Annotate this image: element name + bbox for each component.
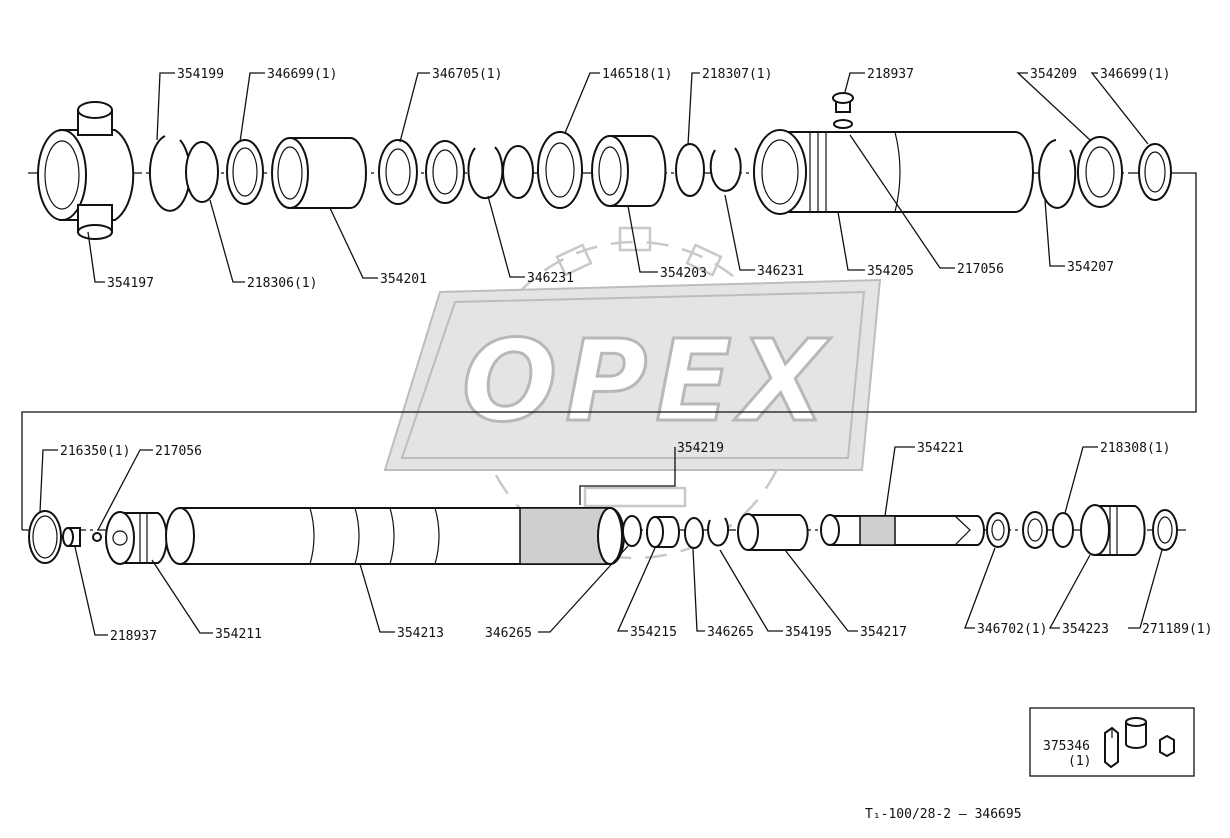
part-346699-seal (226, 139, 264, 205)
row1-labels: 354199 346699(1) 346705(1) 146518(1) 218… (107, 67, 1170, 291)
seal-kit-box: 375346 (1) (1029, 707, 1195, 777)
label-354217: 354217 (860, 625, 907, 640)
label-354197: 354197 (107, 276, 154, 291)
part-354207-snap-ring (1038, 139, 1077, 209)
kit-quantity: (1) (1068, 754, 1091, 769)
drawing-code: T₁-100/28-2 — 346695 (865, 807, 1022, 822)
kit-parts-icon (1104, 717, 1175, 769)
label-217056-a: 217056 (957, 262, 1004, 277)
label-218937-a: 218937 (867, 67, 914, 82)
label-354219: 354219 (677, 441, 724, 456)
part-346231-ring-c (709, 147, 742, 192)
label-346265-b: 346265 (707, 625, 754, 640)
part-354217-sleeve (737, 513, 809, 551)
label-354207: 354207 (1067, 260, 1114, 275)
watermark-brand: OPEX (462, 317, 834, 447)
label-146518: 146518(1) (602, 67, 672, 82)
part-354223-piston (1080, 504, 1146, 556)
part-346705-seal (378, 139, 418, 205)
part-354221-shaft (820, 514, 985, 546)
part-354195-ring (707, 517, 730, 547)
label-216350: 216350(1) (60, 444, 130, 459)
part-218308-ring (1052, 512, 1074, 548)
label-271189: 271189(1) (1142, 622, 1212, 637)
part-218307-ring (675, 143, 705, 197)
label-218307: 218307(1) (702, 67, 772, 82)
part-354205-barrel (753, 92, 1034, 215)
row2-leader-lines (39, 446, 1163, 636)
label-346231-b: 346231 (757, 264, 804, 279)
part-218937-grease-nipple (62, 527, 102, 547)
label-354211: 354211 (215, 627, 262, 642)
label-346702: 346702(1) (977, 622, 1047, 637)
part-354203-piston (591, 135, 667, 207)
kit-part-number: 375346 (1043, 739, 1090, 754)
part-354201-bushing (271, 137, 367, 209)
part-wiper-ring (425, 140, 465, 204)
part-146518-seal (537, 131, 583, 209)
part-354211-gland (105, 511, 168, 565)
opex-watermark: OPEX (383, 226, 882, 560)
label-346705: 346705(1) (432, 67, 502, 82)
part-346231-ring-b (502, 145, 534, 199)
part-346699-seal-b (1138, 143, 1172, 201)
label-218306: 218306(1) (247, 276, 317, 291)
part-271189-ring (1152, 509, 1178, 551)
part-216350-ring (28, 510, 62, 564)
label-354205: 354205 (867, 264, 914, 279)
part-218306-ring (185, 141, 219, 203)
part-354213-rod (165, 507, 625, 565)
part-354199-snap-ring (148, 135, 191, 212)
label-354203: 354203 (660, 266, 707, 281)
label-346265-a: 346265 (485, 626, 532, 641)
label-217056-b: 217056 (155, 444, 202, 459)
label-354215: 354215 (630, 625, 677, 640)
label-354209: 354209 (1030, 67, 1077, 82)
label-346231-a: 346231 (527, 271, 574, 286)
part-354209-nut (1077, 136, 1123, 208)
row2-labels: 216350(1) 217056 354219 354221 218308(1)… (60, 441, 1212, 644)
row1-leader-lines (87, 72, 1149, 283)
label-218937-b: 218937 (110, 629, 157, 644)
label-354201: 354201 (380, 272, 427, 287)
label-354199: 354199 (177, 67, 224, 82)
label-346699-b: 346699(1) (1100, 67, 1170, 82)
label-354213: 354213 (397, 626, 444, 641)
part-346702-seals (986, 511, 1048, 549)
part-354215-bushing (646, 516, 680, 548)
label-354223: 354223 (1062, 622, 1109, 637)
part-346265-ring-a (622, 515, 642, 547)
label-354221: 354221 (917, 441, 964, 456)
part-346265-ring-b (684, 517, 704, 549)
label-218308: 218308(1) (1100, 441, 1170, 456)
part-354197-head (37, 101, 135, 240)
label-346699-a: 346699(1) (267, 67, 337, 82)
label-354195: 354195 (785, 625, 832, 640)
part-346231-ring-a (467, 146, 504, 200)
